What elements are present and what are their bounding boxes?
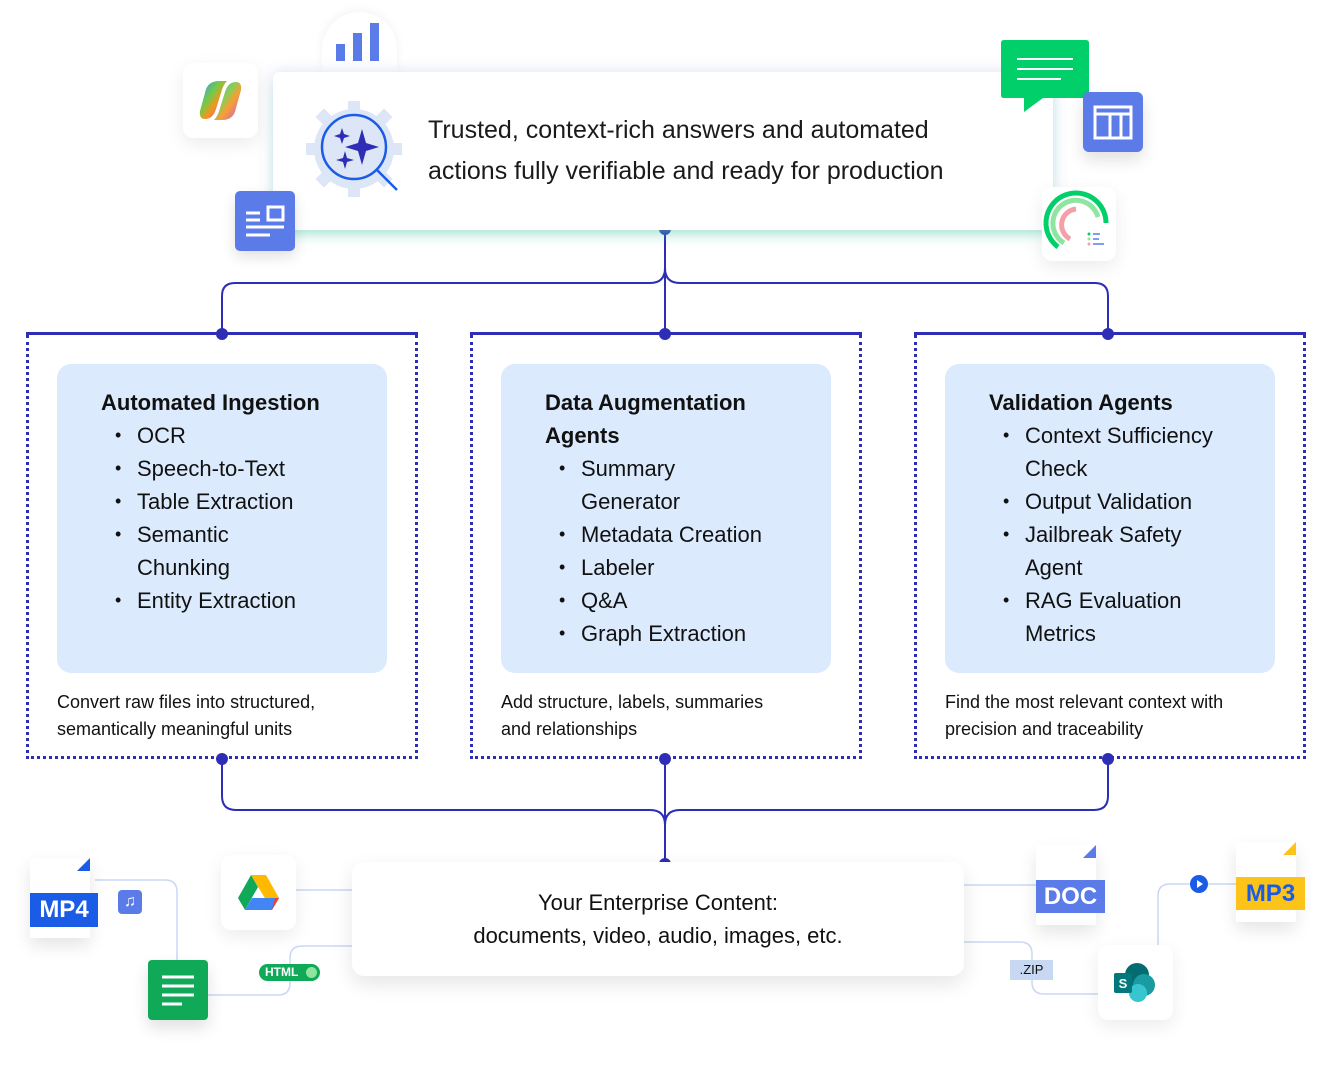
google-drive-tile [221, 855, 296, 930]
column-data-augmentation [470, 335, 862, 759]
panel-title: Validation Agents [989, 390, 1173, 415]
doc-label: DOC [1036, 880, 1105, 913]
capability-list: OCR Speech-to-Text Table Extraction Sema… [101, 419, 387, 617]
outcome-card: Trusted, context-rich answers and automa… [273, 72, 1053, 230]
doc-file: DOC [1036, 845, 1105, 925]
panel-title: Automated Ingestion [101, 390, 320, 415]
file-corner-icon [1283, 842, 1296, 855]
mp4-label: MP4 [30, 893, 98, 927]
mp3-file: MP3 [1236, 842, 1305, 922]
column-validation-agents [914, 335, 1306, 759]
text-document-icon [162, 975, 194, 1006]
list-item: Labeler [559, 551, 831, 584]
outcome-line-1: Trusted, context-rich answers and automa… [428, 116, 929, 144]
table-layout-icon [1093, 105, 1133, 140]
zip-badge: .ZIP [1010, 960, 1053, 980]
column-2-top-rule [470, 332, 862, 335]
list-item: Output Validation [1003, 485, 1275, 518]
list-item: Table Extraction [115, 485, 387, 518]
list-item: Speech-to-Text [115, 452, 387, 485]
column-3-top-rule [914, 332, 1306, 335]
gear-search-sparkle-icon [306, 101, 402, 197]
music-note-icon: ♫ [124, 893, 136, 910]
music-note-tile: ♫ [118, 890, 142, 914]
panel-validation-agents: Validation Agents Context SufficiencyChe… [945, 364, 1275, 673]
sharepoint-tile: S [1098, 945, 1173, 1020]
panel-automated-ingestion: Automated Ingestion OCR Speech-to-Text T… [57, 364, 387, 673]
content-line-1: Your Enterprise Content: [537, 890, 779, 915]
chat-bubble-icon [1001, 40, 1089, 112]
html-label: HTML [265, 965, 299, 979]
list-item: Metadata Creation [559, 518, 831, 551]
bar-chart-icon [336, 23, 379, 61]
chat-bubble-tile [1001, 40, 1089, 112]
list-item: Q&A [559, 584, 831, 617]
copilot-logo-tile [183, 63, 258, 138]
list-item: OCR [115, 419, 387, 452]
gauge-chart-icon [1043, 190, 1109, 249]
column-automated-ingestion [26, 335, 418, 759]
sharepoint-icon: S [1114, 963, 1155, 1002]
table-layout-tile [1083, 92, 1143, 152]
svg-text:S: S [1119, 976, 1128, 991]
zip-label: .ZIP [1019, 962, 1044, 977]
document-layout-tile [235, 191, 295, 251]
status-dot-icon [306, 967, 317, 978]
play-icon [1190, 875, 1208, 893]
google-drive-icon [238, 875, 279, 910]
mp3-label: MP3 [1236, 877, 1305, 910]
list-item: Entity Extraction [115, 584, 387, 617]
google-docs-tile [148, 960, 208, 1020]
mp4-file: MP4 [30, 858, 98, 938]
bar-chart-tile [322, 12, 397, 72]
list-item: Graph Extraction [559, 617, 831, 650]
gauge-chart-tile [1042, 187, 1116, 261]
column-description: Convert raw files into structured,semant… [57, 692, 316, 739]
document-layout-icon [246, 205, 285, 237]
enterprise-content-card: Your Enterprise Content: documents, vide… [352, 862, 964, 976]
outcome-text: Trusted, context-rich answers and automa… [428, 110, 1028, 192]
outcome-line-2: actions fully verifiable and ready for p… [428, 157, 944, 185]
html-badge: HTML [259, 964, 320, 981]
copilot-logo-icon [199, 81, 242, 120]
file-corner-icon [77, 858, 90, 871]
content-line-2: documents, video, audio, images, etc. [473, 923, 843, 948]
column-1-top-rule [26, 332, 418, 335]
file-corner-icon [1083, 845, 1096, 858]
